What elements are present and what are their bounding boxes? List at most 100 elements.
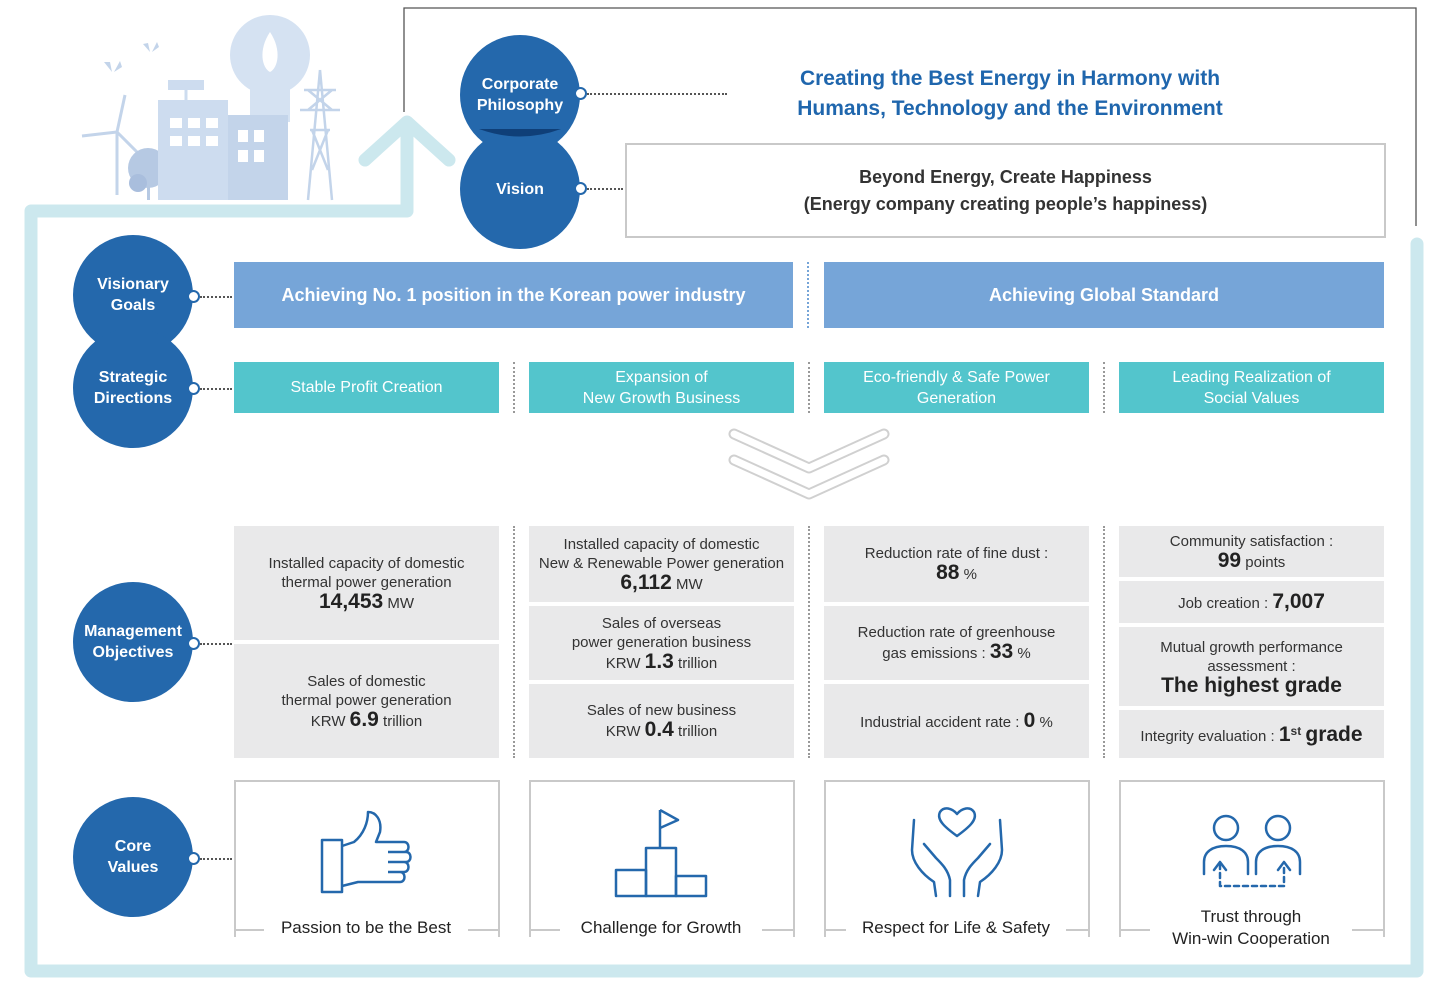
goals-connector bbox=[187, 290, 200, 303]
core-value-label: Passion to be the Best bbox=[264, 917, 468, 939]
directions-connector bbox=[187, 382, 200, 395]
objective-new-business-sales: Sales of new business KRW 0.4 trillion bbox=[529, 684, 794, 758]
objective-unit: trillion bbox=[678, 654, 718, 672]
objective-greenhouse-gas: Reduction rate of greenhouse gas emissio… bbox=[824, 606, 1089, 680]
objective-label: Industrial accident rate : bbox=[860, 713, 1020, 731]
goals-overlap bbox=[93, 329, 173, 345]
energy-city-illustration bbox=[81, 15, 340, 201]
objective-unit: MW bbox=[387, 594, 415, 612]
objective-label: Integrity evaluation : bbox=[1140, 728, 1275, 745]
objective-value: The highest grade bbox=[1161, 674, 1342, 697]
objective-value: 0 bbox=[1023, 708, 1036, 732]
strategic-directions-label: Strategic Directions bbox=[93, 369, 173, 407]
objective-thermal-sales: Sales of domestic thermal power generati… bbox=[234, 644, 499, 758]
objective-superscript: st bbox=[1290, 724, 1302, 738]
objective-unit: % bbox=[1039, 713, 1053, 731]
objective-value: 6,112 bbox=[620, 570, 672, 594]
vision-line-2: (Energy company creating people’s happin… bbox=[803, 193, 1208, 214]
objective-prefix: KRW bbox=[605, 654, 641, 672]
objective-label: Reduction rate of fine dust : bbox=[864, 545, 1049, 562]
direction-2-text: Expansion of New Growth Business bbox=[582, 368, 741, 407]
podium-flag-icon bbox=[614, 808, 708, 898]
core-value-label: Challenge for Growth bbox=[560, 917, 762, 939]
objectives-connector bbox=[187, 637, 200, 650]
objective-unit: % bbox=[963, 566, 977, 583]
thumbs-up-icon bbox=[320, 810, 412, 894]
objective-overseas-sales: Sales of overseas power generation busin… bbox=[529, 606, 794, 680]
direction-separator-2 bbox=[808, 362, 810, 413]
direction-1-text: Stable Profit Creation bbox=[290, 379, 443, 396]
core-value-passion-card bbox=[234, 780, 500, 937]
visionary-goals-label: Visionary Goals bbox=[97, 276, 169, 314]
objective-value: 14,453 bbox=[318, 589, 384, 613]
objective-accident-rate: Industrial accident rate : 0 % bbox=[824, 684, 1089, 758]
objective-thermal-capacity: Installed capacity of domestic thermal p… bbox=[234, 526, 499, 640]
vision-line-1: Beyond Energy, Create Happiness bbox=[859, 166, 1152, 187]
philosophy-statement: Creating the Best Energy in Harmony with… bbox=[760, 64, 1260, 124]
objective-integrity-evaluation: Integrity evaluation : 1st grade bbox=[1119, 710, 1384, 758]
objective-label: Reduction rate of greenhouse bbox=[857, 624, 1056, 641]
vision-circle: Vision bbox=[460, 129, 580, 249]
objective-renewable-capacity: Installed capacity of domestic New & Ren… bbox=[529, 526, 794, 602]
objective-label: Mutual growth performance assessment : bbox=[1160, 639, 1343, 675]
objective-separator-2 bbox=[808, 526, 810, 758]
objective-value: 99 bbox=[1217, 548, 1242, 572]
objective-unit: trillion bbox=[678, 723, 718, 740]
core-value-respect-card bbox=[824, 780, 1090, 937]
core-values-circle: Core Values bbox=[73, 797, 193, 917]
objective-label: Community satisfaction : bbox=[1169, 532, 1334, 550]
direction-eco-safe: Eco-friendly & Safe Power Generation bbox=[824, 362, 1089, 413]
direction-stable-profit: Stable Profit Creation bbox=[234, 362, 499, 413]
corporate-philosophy-label: Corporate Philosophy bbox=[476, 76, 564, 114]
objective-label: Sales of overseas power generation busin… bbox=[571, 614, 752, 651]
core-value-label: Trust through Win-win Cooperation bbox=[1150, 906, 1352, 950]
objective-value: 6.9 bbox=[349, 707, 379, 731]
direction-4-text: Leading Realization of Social Values bbox=[1172, 368, 1331, 407]
objective-mutual-growth: Mutual growth performance assessment : T… bbox=[1119, 627, 1384, 706]
people-cooperation-icon bbox=[1202, 814, 1302, 888]
objective-value: 88 bbox=[936, 561, 960, 584]
objective-unit: points bbox=[1245, 553, 1286, 571]
objective-value: 1.3 bbox=[644, 649, 674, 673]
goal-1-text: Achieving No. 1 position in the Korean p… bbox=[281, 284, 746, 305]
direction-3-text: Eco-friendly & Safe Power Generation bbox=[863, 368, 1050, 407]
vision-label: Vision bbox=[496, 180, 544, 198]
objective-prefix: KRW bbox=[605, 723, 641, 740]
objective-community-satisfaction: Community satisfaction : 99 points bbox=[1119, 526, 1384, 577]
power-pylon-icon bbox=[300, 69, 340, 201]
building-icon bbox=[158, 80, 228, 200]
objective-value: 1 bbox=[1278, 723, 1291, 746]
objective-value: 0.4 bbox=[644, 718, 674, 741]
direction-new-growth: Expansion of New Growth Business bbox=[529, 362, 794, 413]
objective-label: Job creation : bbox=[1178, 594, 1269, 612]
goal-korean-power-industry: Achieving No. 1 position in the Korean p… bbox=[234, 262, 793, 328]
philosophy-line-1: Creating the Best Energy in Harmony with bbox=[799, 67, 1221, 90]
philosophy-line-2: Humans, Technology and the Environment bbox=[797, 97, 1223, 120]
objective-unit: % bbox=[1017, 645, 1031, 662]
core-values-dotted-line bbox=[200, 858, 232, 860]
philosophy-connector bbox=[574, 87, 587, 100]
objective-label: Installed capacity of domestic New & Ren… bbox=[538, 535, 785, 572]
strategic-directions-circle: Strategic Directions bbox=[73, 328, 193, 448]
core-value-trust-card bbox=[1119, 780, 1385, 937]
objective-unit: grade bbox=[1305, 723, 1363, 746]
management-objectives-label: Management Objectives bbox=[84, 623, 182, 661]
hands-heart-icon bbox=[910, 807, 1004, 898]
direction-social-values: Leading Realization of Social Values bbox=[1119, 362, 1384, 413]
objective-value: 7,007 bbox=[1272, 589, 1325, 613]
objective-label: gas emissions : bbox=[882, 645, 986, 662]
vision-dotted-line bbox=[587, 188, 623, 190]
chevron-down-icon bbox=[728, 428, 890, 500]
butterfly-icon bbox=[104, 42, 159, 72]
objective-fine-dust: Reduction rate of fine dust : 88 % bbox=[824, 526, 1089, 602]
direction-separator-1 bbox=[513, 362, 515, 413]
philosophy-dotted-line bbox=[587, 93, 727, 95]
objectives-dotted-line bbox=[200, 643, 232, 645]
lightbulb-icon bbox=[228, 15, 310, 200]
objective-unit: trillion bbox=[383, 712, 423, 730]
core-values-label: Core Values bbox=[107, 838, 159, 876]
wind-turbine-icon bbox=[81, 94, 142, 195]
vision-box: Beyond Energy, Create Happiness (Energy … bbox=[625, 143, 1386, 238]
vision-connector bbox=[574, 182, 587, 195]
